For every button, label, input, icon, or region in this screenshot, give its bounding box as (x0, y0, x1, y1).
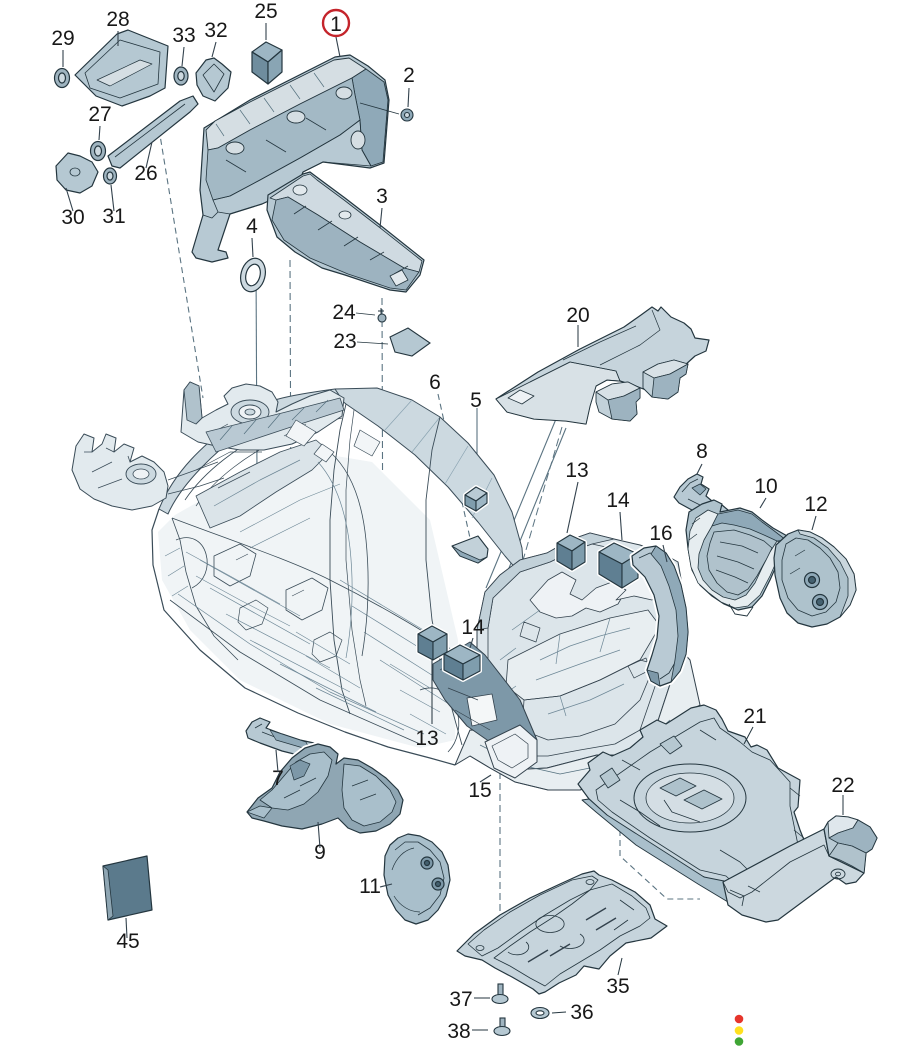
svg-text:5: 5 (470, 389, 482, 412)
svg-text:6: 6 (429, 371, 441, 394)
svg-text:13: 13 (565, 459, 588, 482)
svg-text:32: 32 (204, 19, 227, 42)
svg-text:7: 7 (272, 767, 284, 790)
svg-text:25: 25 (254, 0, 277, 23)
svg-text:16: 16 (649, 522, 672, 545)
svg-text:15: 15 (468, 779, 491, 802)
svg-text:12: 12 (804, 493, 827, 516)
svg-text:14: 14 (606, 489, 630, 512)
svg-text:13: 13 (415, 727, 438, 750)
svg-text:36: 36 (570, 1001, 593, 1024)
svg-text:3: 3 (376, 185, 388, 208)
svg-text:37: 37 (449, 988, 472, 1011)
svg-text:8: 8 (696, 440, 708, 463)
svg-text:9: 9 (314, 841, 326, 864)
svg-text:22: 22 (831, 774, 854, 797)
svg-text:28: 28 (106, 8, 129, 31)
svg-text:4: 4 (246, 215, 258, 238)
svg-text:11: 11 (359, 875, 381, 898)
svg-text:2: 2 (403, 64, 415, 87)
svg-text:33: 33 (172, 24, 195, 47)
svg-text:23: 23 (333, 330, 356, 353)
svg-text:27: 27 (88, 103, 111, 126)
svg-text:45: 45 (116, 930, 139, 953)
svg-text:21: 21 (743, 705, 766, 728)
svg-text:10: 10 (754, 475, 777, 498)
svg-text:1: 1 (330, 13, 342, 36)
svg-text:20: 20 (566, 304, 589, 327)
svg-text:14: 14 (461, 616, 485, 639)
svg-text:31: 31 (102, 205, 125, 228)
svg-text:30: 30 (61, 206, 84, 229)
svg-text:29: 29 (51, 27, 74, 50)
svg-text:38: 38 (447, 1020, 470, 1043)
svg-text:26: 26 (134, 162, 157, 185)
svg-text:35: 35 (606, 975, 629, 998)
svg-text:24: 24 (332, 301, 356, 324)
